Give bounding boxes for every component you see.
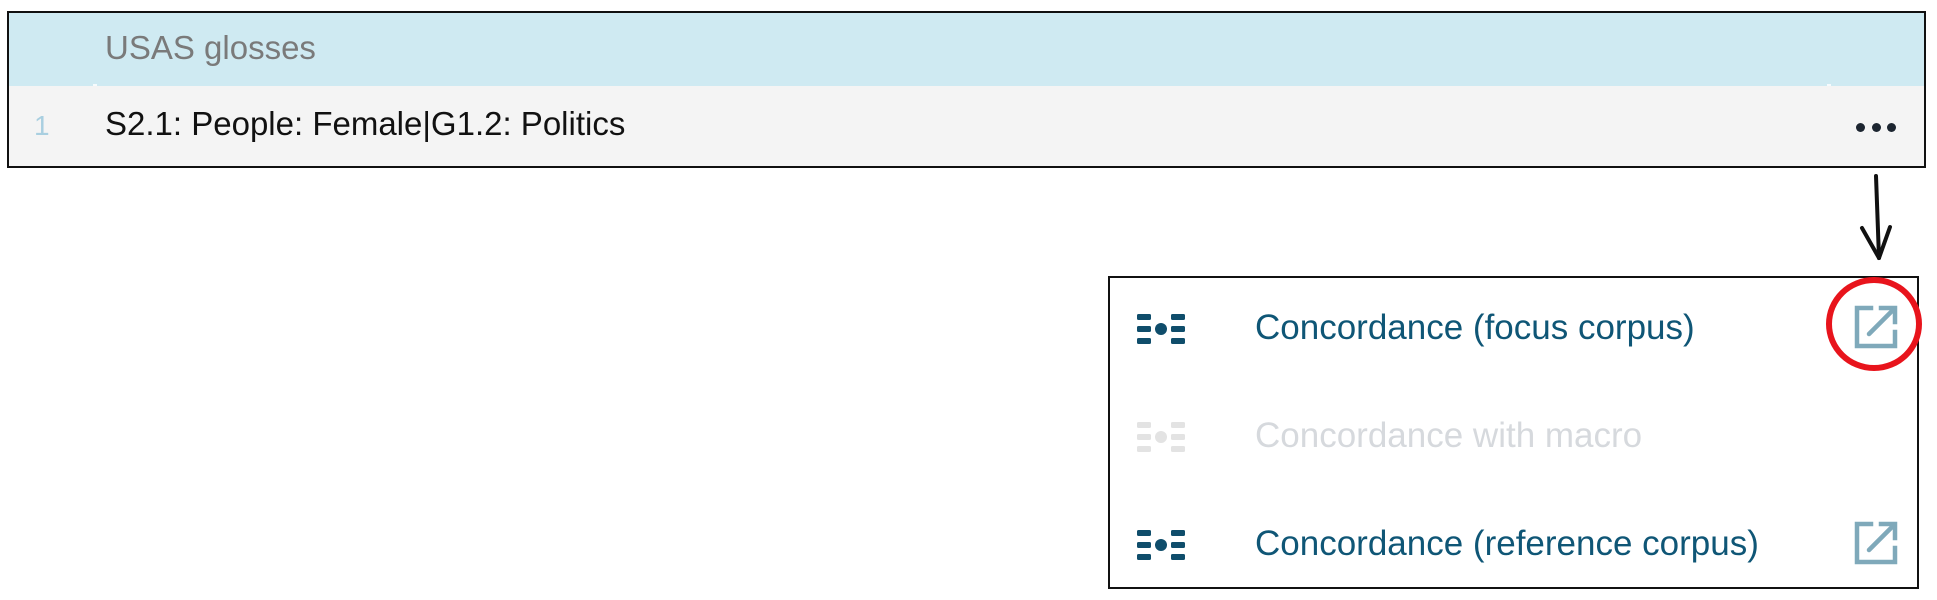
- column-header-usas-glosses[interactable]: USAS glosses: [105, 29, 316, 66]
- menu-item-concordance-reference-corpus[interactable]: Concordance (reference corpus): [1110, 494, 1917, 594]
- more-horizontal-icon-dot: [1887, 122, 1896, 132]
- menu-item-label: Concordance with macro: [1255, 416, 1643, 455]
- more-actions-button[interactable]: [1856, 115, 1896, 139]
- concordance-icon: [1137, 530, 1185, 560]
- column-divider: [1827, 84, 1831, 86]
- menu-item-concordance-with-macro: Concordance with macro: [1110, 386, 1917, 486]
- menu-item-label: Concordance (reference corpus): [1255, 524, 1759, 563]
- more-horizontal-icon-dot: [1871, 122, 1881, 132]
- table-header: USAS glosses: [9, 13, 1924, 86]
- menu-item-label: Concordance (focus corpus): [1255, 308, 1695, 347]
- external-link-icon[interactable]: [1853, 304, 1899, 350]
- table-row[interactable]: 1 S2.1: People: Female|G1.2: Politics: [9, 86, 1924, 166]
- row-value: S2.1: People: Female|G1.2: Politics: [105, 105, 626, 142]
- concordance-icon: [1137, 422, 1185, 452]
- menu-item-concordance-focus-corpus[interactable]: Concordance (focus corpus): [1110, 278, 1917, 378]
- concordance-icon: [1137, 314, 1185, 344]
- concordance-context-menu: Concordance (focus corpus) Concordance w…: [1108, 276, 1919, 589]
- usas-glosses-table: USAS glosses 1 S2.1: People: Female|G1.2…: [7, 11, 1926, 168]
- more-horizontal-icon: [1856, 122, 1865, 132]
- row-number: 1: [34, 110, 50, 141]
- down-arrow-icon: [1860, 174, 1892, 260]
- column-divider: [93, 84, 97, 86]
- external-link-icon[interactable]: [1853, 520, 1899, 566]
